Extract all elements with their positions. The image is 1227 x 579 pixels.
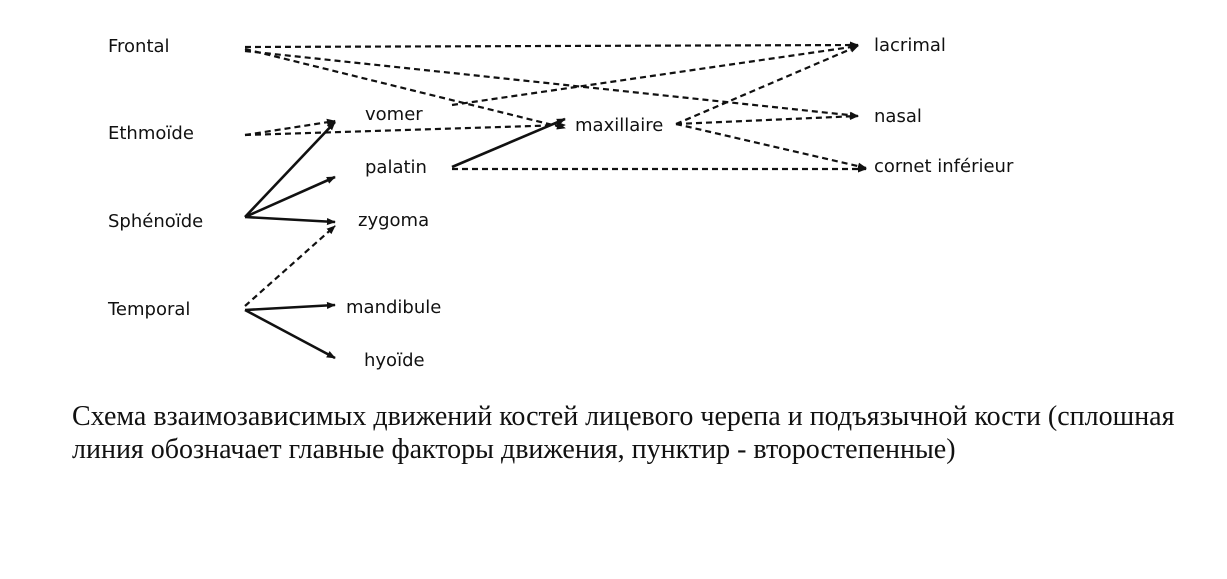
node-label-frontal: Frontal <box>108 36 170 57</box>
edge-ethmoide-to-maxillaire <box>244 121 566 137</box>
node-label-cornet: cornet inférieur <box>874 156 1014 177</box>
edge-frontal-to-maxillaire <box>244 47 566 130</box>
edge-temporal-to-mandibule <box>244 301 336 312</box>
node-label-zygoma: zygoma <box>358 210 429 231</box>
node-label-lacrimal: lacrimal <box>874 35 946 56</box>
node-label-palatin: palatin <box>365 157 427 178</box>
edge-vomer-to-lacrimal <box>451 43 859 107</box>
edge-sphenoide-to-zygoma <box>244 215 336 226</box>
node-label-temporal: Temporal <box>107 299 190 320</box>
node-label-vomer: vomer <box>365 104 423 125</box>
edge-maxillaire-to-nasal <box>675 112 859 126</box>
edge-sphenoide-to-palatin <box>244 175 336 219</box>
node-label-sphenoide: Sphénoïde <box>108 211 203 232</box>
edge-temporal-to-hyoide <box>244 308 336 360</box>
node-label-ethmoide: Ethmoïde <box>108 123 194 144</box>
node-label-mandibule: mandibule <box>346 297 441 318</box>
diagram-caption: Схема взаимозависимых движений костей ли… <box>72 401 1175 465</box>
edge-temporal-to-zygoma <box>244 225 336 307</box>
edge-maxillaire-to-cornet <box>675 122 867 170</box>
node-label-hyoide: hyoïde <box>364 350 425 371</box>
edges-layer <box>244 41 867 360</box>
edge-frontal-to-nasal <box>244 49 859 119</box>
edge-maxillaire-to-lacrimal <box>675 44 859 126</box>
edge-ethmoide-to-vomer <box>244 118 336 137</box>
edge-sphenoide-to-vomer <box>244 121 336 218</box>
edge-palatin-to-maxillaire <box>451 117 566 169</box>
node-label-maxillaire: maxillaire <box>575 115 663 136</box>
node-label-nasal: nasal <box>874 106 922 127</box>
edge-frontal-to-lacrimal <box>244 41 859 49</box>
